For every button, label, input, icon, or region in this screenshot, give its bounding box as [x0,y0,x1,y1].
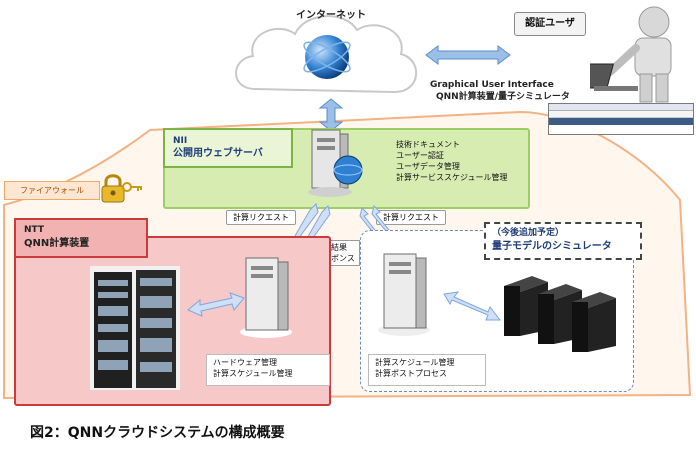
firewall-label-box: ファイアウォール [4,181,100,200]
device-server-arrow [187,292,245,317]
nii-services: 技術ドキュメント ユーザー認証 ユーザデータ管理 計算サービススケジュール管理 [396,139,507,183]
nii-title-box: NII 公開用ウェブサーバ [163,128,293,168]
simulator-cluster-icon [504,276,616,352]
simulator-server-icon [378,253,430,336]
ntt-title-line2: QNN計算装置 [24,238,90,249]
simulator-cluster-arrow [443,291,502,321]
browser-addressbar [549,111,693,118]
nii-service-item: ユーザー認証 [396,151,444,160]
robot-user-icon [590,6,672,103]
user-internet-arrow [425,45,511,65]
nii-service-item: 計算サービススケジュール管理 [396,173,508,182]
result-line2: レスポンス [315,254,355,263]
browser-toolbar [549,104,693,111]
future-title-line2: 量子モデルのシミュレータ [492,241,612,252]
ntt-server-icon [240,257,292,338]
key-icon [122,182,142,192]
future-task-item: 計算ポストプロセス [375,369,447,378]
future-tasks-box: 計算スケジュール管理 計算ポストプロセス [368,354,486,386]
ntt-task-item: ハードウェア管理 [213,358,277,367]
request-label-right: 計算リクエスト [376,210,446,225]
browser-nav [549,118,693,125]
user-label-box: 認証ユーザ [514,12,586,36]
result-line1: 計算結果 [315,243,347,252]
nii-web-server-icon [308,129,363,197]
ntt-title-line1: NTT [24,225,45,235]
future-title-box: （今後追加予定） 量子モデルのシミュレータ [484,222,642,260]
request-label-left: 計算リクエスト [226,210,296,225]
user-label: 認証ユーザ [525,18,575,29]
future-task-item: 計算スケジュール管理 [375,358,455,367]
nii-title-line2: 公開用ウェブサーバ [173,148,263,159]
nii-service-item: ユーザデータ管理 [396,162,460,171]
ntt-task-item: 計算スケジュール管理 [213,369,293,378]
lock-icon [101,174,125,203]
ntt-title-box: NTT QNN計算装置 [14,218,148,258]
nii-title-line1: NII [173,136,188,146]
globe-icon [303,35,351,79]
ntt-tasks-box: ハードウェア管理 計算スケジュール管理 [206,354,330,386]
browser-screenshot [548,103,694,135]
gui-line1: Graphical User Interface [430,80,554,90]
internet-label: インターネット [296,10,366,21]
figure-caption: 図2：QNNクラウドシステムの構成概要 [30,425,285,441]
future-title-line1: （今後追加予定） [492,228,565,238]
nii-service-item: 技術ドキュメント [396,140,460,149]
firewall-label: ファイアウォール [20,186,84,195]
gui-line2: QNN計算装置/量子シミュレータ [436,92,570,102]
qnn-device-photo [90,266,180,390]
